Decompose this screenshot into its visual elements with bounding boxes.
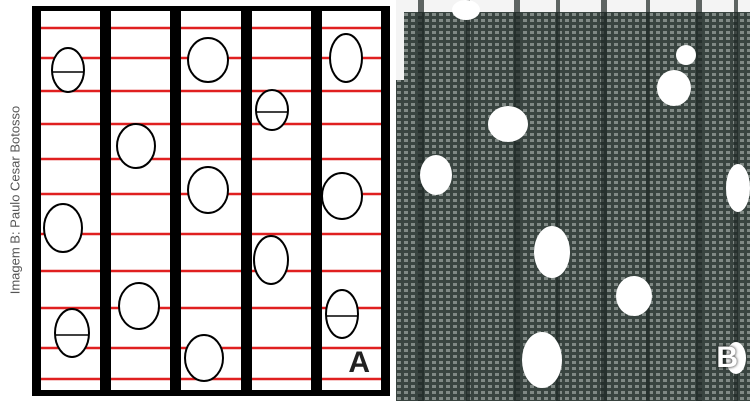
vessel-icon [187,37,229,83]
image-credit: Imagem B: Paulo Cesar Botosso [0,0,30,401]
vessel-icon [325,289,359,339]
panel-a-label: A [348,346,370,379]
vessels [43,33,363,382]
micrograph-ray [466,0,470,401]
micrograph-pore [452,0,480,20]
micrograph-pore [616,276,652,316]
micrograph-pore [726,342,746,374]
vessel-icon [329,33,363,83]
panel-b-drawing [396,0,750,401]
micrograph-pore [726,164,750,212]
micrograph-pore [488,106,528,142]
panel-b-micrograph: B [396,0,750,401]
vessel-icon [321,172,363,220]
vessel-icon [54,308,90,358]
panel-b-label: B [716,341,738,374]
vessel-icon [184,334,224,382]
micrograph-ray [646,0,650,401]
image-credit-text: Imagem B: Paulo Cesar Botosso [7,105,23,295]
micrograph-pore [657,70,691,106]
micrograph-ray [556,0,560,401]
micrograph-ray [418,0,424,401]
micrograph-pore [534,226,570,278]
micrograph-ray [696,0,702,401]
vessel-icon [118,282,160,330]
micrograph-pore [522,332,562,388]
panel-a-drawing [32,6,390,396]
micrograph-pore [420,155,452,195]
micrograph-ray [514,0,520,401]
vessel-icon [116,123,156,169]
fiber-bands [32,6,390,396]
micrograph-pore [676,45,696,65]
vessel-icon [43,203,83,253]
micrograph-ray [601,0,607,401]
vessel-icon [187,166,229,214]
vessel-icon [255,89,289,131]
micrograph-pores [420,0,750,388]
panel-a-schematic: A [32,6,390,396]
vessel-icon [51,47,85,93]
vessel-icon [253,235,289,285]
